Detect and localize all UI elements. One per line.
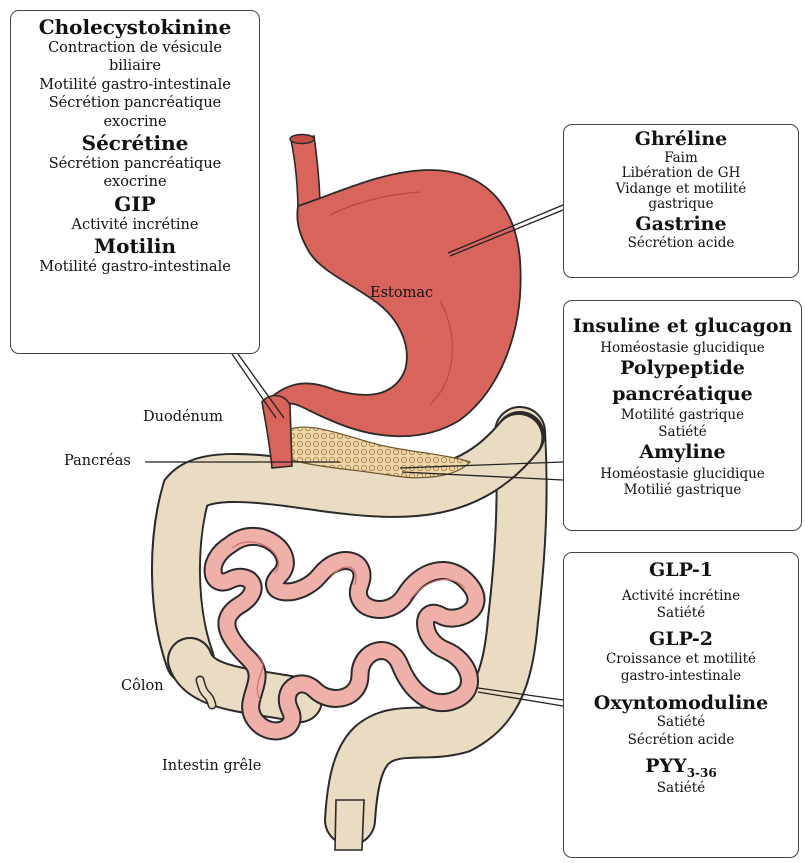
- hormone-ghreline: Ghréline: [564, 128, 798, 151]
- function-text: Motilité gastro-intestinale: [11, 76, 259, 94]
- function-text: Motilité gastro-intestinale: [11, 258, 259, 276]
- label-estomac: Estomac: [370, 285, 433, 301]
- function-text: Sécrétion pancréatique: [11, 155, 259, 173]
- function-text: Contraction de vésicule: [11, 39, 259, 57]
- hormone-gip: GIP: [11, 192, 259, 216]
- function-text: Homéostasie glucidique: [564, 466, 801, 482]
- hormone-oxyntomoduline: Oxyntomoduline: [564, 692, 798, 715]
- hormone-pyy: PYY3-36: [564, 755, 798, 780]
- stomach: [262, 135, 521, 469]
- function-text: Croissance et motilité: [564, 651, 798, 668]
- function-text: Faim: [564, 151, 798, 167]
- hormone-glp2: GLP-2: [564, 628, 798, 651]
- rectum: [335, 800, 364, 850]
- pyy-name: PYY: [645, 755, 686, 777]
- function-text: Activité incrétine: [11, 216, 259, 234]
- function-text: gastro-intestinale: [564, 668, 798, 685]
- hormone-insuline-glucagon: Insuline et glucagon: [564, 314, 801, 340]
- function-text: Sécrétion acide: [564, 732, 798, 749]
- function-text: Satiété: [564, 780, 798, 797]
- function-text: exocrine: [11, 113, 259, 131]
- hormone-motilin: Motilin: [11, 234, 259, 258]
- function-text: Motilité gastrique: [564, 407, 801, 423]
- hormone-gastrine: Gastrine: [564, 213, 798, 236]
- gastric-hormones-box: Ghréline Faim Libération de GH Vidange e…: [563, 124, 799, 278]
- function-text: Libération de GH: [564, 166, 798, 182]
- label-colon: Côlon: [121, 678, 164, 694]
- pointer-duodenal: [232, 354, 276, 418]
- function-text: Sécrétion pancréatique: [11, 94, 259, 112]
- label-pancreas: Pancréas: [64, 453, 131, 469]
- function-text: Homéostasie glucidique: [564, 340, 801, 356]
- small-intestine: [213, 536, 476, 731]
- intestinal-hormones-box: GLP-1 Activité incrétine Satiété GLP-2 C…: [563, 552, 799, 858]
- hormone-glp1: GLP-1: [564, 559, 798, 582]
- stomach-body: [268, 170, 521, 436]
- hormone-pancreatique: pancréatique: [564, 382, 801, 408]
- duodenal-hormones-box: Cholecystokinine Contraction de vésicule…: [10, 10, 260, 354]
- function-text: Satiété: [564, 714, 798, 731]
- function-text: exocrine: [11, 173, 259, 191]
- label-intestin-grele: Intestin grêle: [162, 758, 261, 774]
- colon: [166, 432, 527, 850]
- hormone-polypeptide: Polypeptide: [564, 356, 801, 382]
- pyy-subscript: 3-36: [687, 766, 717, 780]
- hormone-secretine: Sécrétine: [11, 131, 259, 155]
- pancreatic-hormones-box: Insuline et glucagon Homéostasie glucidi…: [563, 300, 802, 531]
- hormone-cholecystokinine: Cholecystokinine: [11, 15, 259, 39]
- function-text: Sécrétion acide: [564, 236, 798, 252]
- function-text: gastrique: [564, 197, 798, 213]
- function-text: Satiété: [564, 424, 801, 440]
- label-duodenum: Duodénum: [143, 409, 223, 425]
- function-text: Activité incrétine: [564, 588, 798, 605]
- function-text: Vidange et motilité: [564, 182, 798, 198]
- function-text: Satiété: [564, 605, 798, 622]
- function-text: Motilié gastrique: [564, 482, 801, 498]
- function-text: biliaire: [11, 57, 259, 75]
- hormone-amyline: Amyline: [564, 440, 801, 466]
